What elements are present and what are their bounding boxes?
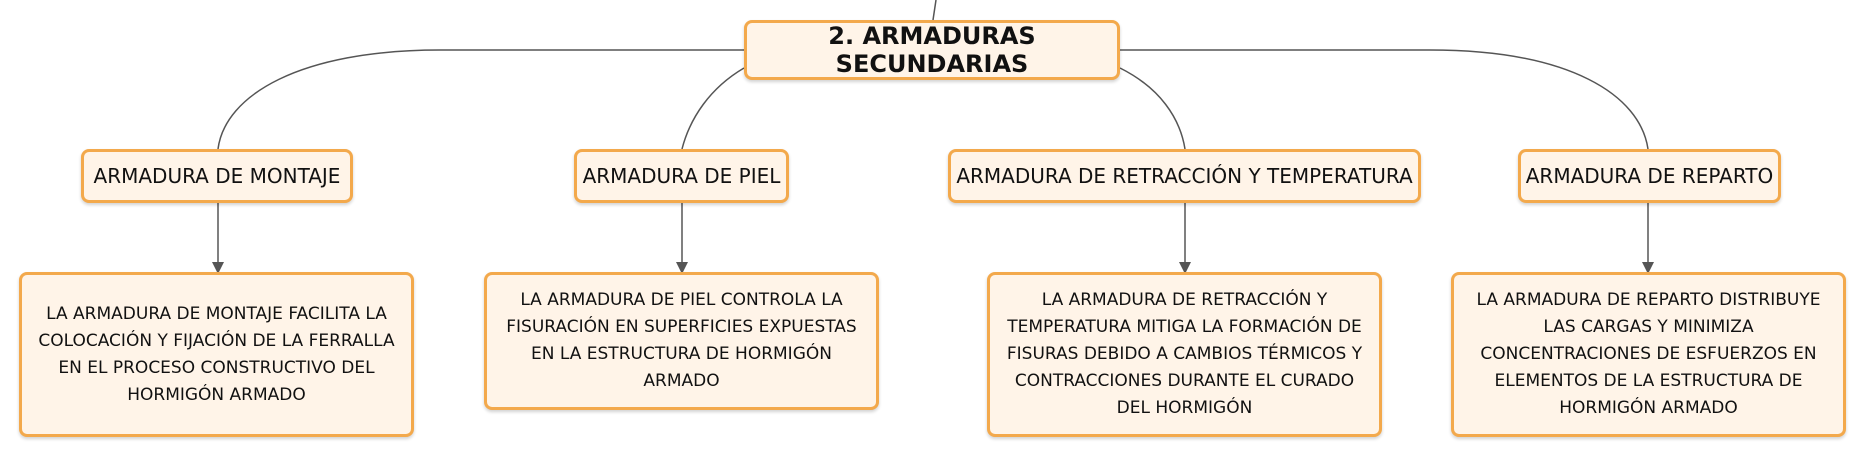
root-node[interactable]: 2. ARMADURAS SECUNDARIAS — [744, 20, 1120, 80]
category-label-retraccion: ARMADURA DE RETRACCIÓN Y TEMPERATURA — [956, 164, 1413, 188]
category-node-piel[interactable]: ARMADURA DE PIEL — [574, 149, 789, 203]
description-node-montaje[interactable]: LA ARMADURA DE MONTAJE FACILITA LA COLOC… — [19, 272, 414, 437]
description-text-piel: LA ARMADURA DE PIEL CONTROLA LA FISURACI… — [506, 290, 857, 391]
category-label-piel: ARMADURA DE PIEL — [582, 164, 781, 188]
category-node-reparto[interactable]: ARMADURA DE REPARTO — [1518, 149, 1781, 203]
description-node-retraccion[interactable]: LA ARMADURA DE RETRACCIÓN Y TEMPERATURA … — [987, 272, 1382, 437]
connector-parent — [932, 0, 937, 21]
category-label-reparto: ARMADURA DE REPARTO — [1525, 164, 1774, 188]
connector-root-to-reparto — [1120, 49, 1649, 150]
description-node-reparto[interactable]: LA ARMADURA DE REPARTO DISTRIBUYE LAS CA… — [1451, 272, 1846, 437]
description-text-montaje: LA ARMADURA DE MONTAJE FACILITA LA COLOC… — [38, 303, 395, 405]
connector-root-to-retraccion — [1119, 67, 1186, 150]
description-text-retraccion: LA ARMADURA DE RETRACCIÓN Y TEMPERATURA … — [1006, 290, 1363, 418]
connector-root-to-piel — [681, 67, 745, 150]
root-node-label: 2. ARMADURAS SECUNDARIAS — [828, 22, 1036, 78]
category-node-montaje[interactable]: ARMADURA DE MONTAJE — [81, 149, 353, 203]
description-text-reparto: LA ARMADURA DE REPARTO DISTRIBUYE LAS CA… — [1476, 290, 1821, 418]
connector-root-to-montaje — [217, 49, 744, 150]
category-label-montaje: ARMADURA DE MONTAJE — [93, 164, 341, 188]
category-node-retraccion[interactable]: ARMADURA DE RETRACCIÓN Y TEMPERATURA — [948, 149, 1421, 203]
description-node-piel[interactable]: LA ARMADURA DE PIEL CONTROLA LA FISURACI… — [484, 272, 879, 410]
